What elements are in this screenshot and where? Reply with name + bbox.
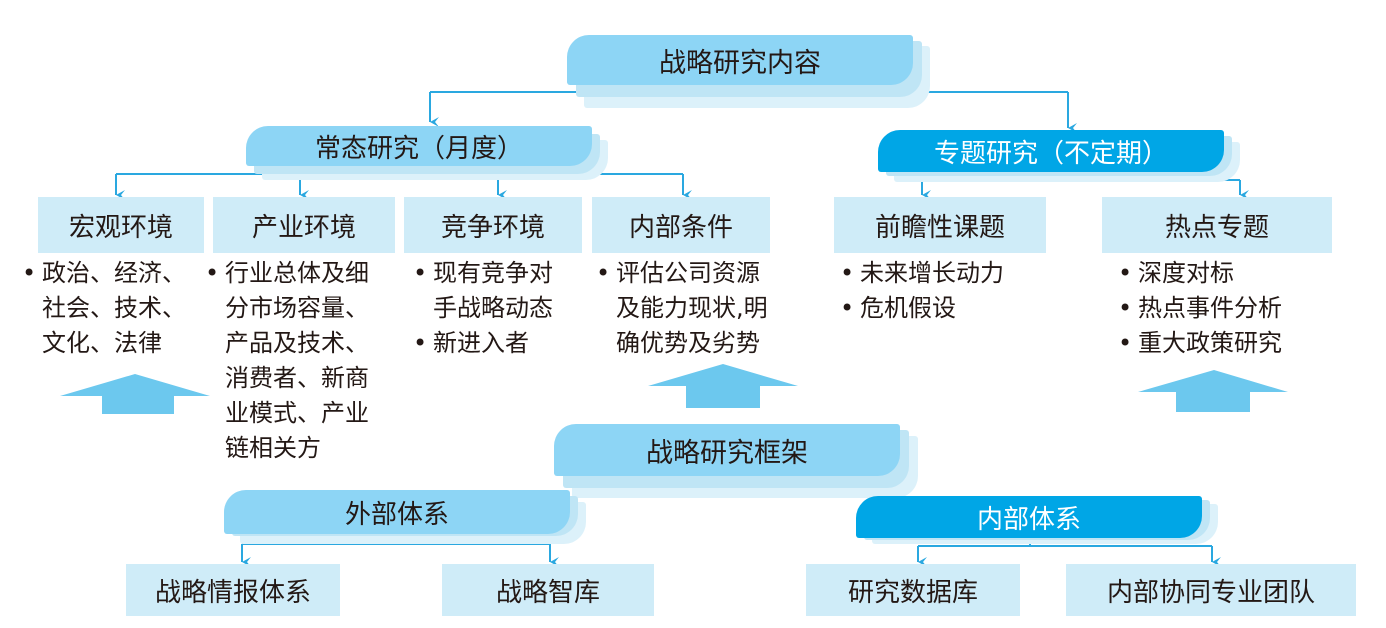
up-arrow-right <box>1138 370 1288 412</box>
strategic-think-tank-box: 战略智库 <box>442 564 654 616</box>
forward-looking-list: 未来增长动力 危机假设 <box>840 256 1004 326</box>
internal-team-box: 内部协同专业团队 <box>1066 564 1356 616</box>
hot-topics-list: 深度对标 热点事件分析 重大政策研究 <box>1118 256 1282 361</box>
research-content-title: 战略研究内容 <box>567 35 913 85</box>
hot-topics-box: 热点专题 <box>1102 197 1332 253</box>
research-framework-title: 战略研究框架 <box>554 424 900 476</box>
list-item: 政治、经济、社会、技术、文化、法律 <box>22 256 186 361</box>
list-item: 未来增长动力 <box>840 256 1004 291</box>
up-arrow-left <box>60 374 210 414</box>
strategic-intel-box: 战略情报体系 <box>126 564 340 616</box>
research-database-box: 研究数据库 <box>806 564 1020 616</box>
external-system-header: 外部体系 <box>224 490 570 534</box>
list-item: 危机假设 <box>840 291 1004 326</box>
special-research-header: 专题研究（不定期） <box>878 130 1224 172</box>
industry-env-box: 产业环境 <box>213 197 395 253</box>
macro-env-box: 宏观环境 <box>38 197 204 253</box>
up-arrow-middle <box>648 364 798 408</box>
list-item: 深度对标 <box>1118 256 1282 291</box>
list-item: 重大政策研究 <box>1118 326 1282 361</box>
competition-env-box: 竞争环境 <box>404 197 582 253</box>
list-item: 热点事件分析 <box>1118 291 1282 326</box>
internal-conditions-box: 内部条件 <box>592 197 770 253</box>
regular-research-header: 常态研究（月度） <box>246 126 592 166</box>
macro-env-list: 政治、经济、社会、技术、文化、法律 <box>22 256 186 361</box>
list-item: 新进入者 <box>413 326 553 361</box>
internal-system-header: 内部体系 <box>856 496 1202 538</box>
forward-looking-box: 前瞻性课题 <box>834 197 1046 253</box>
